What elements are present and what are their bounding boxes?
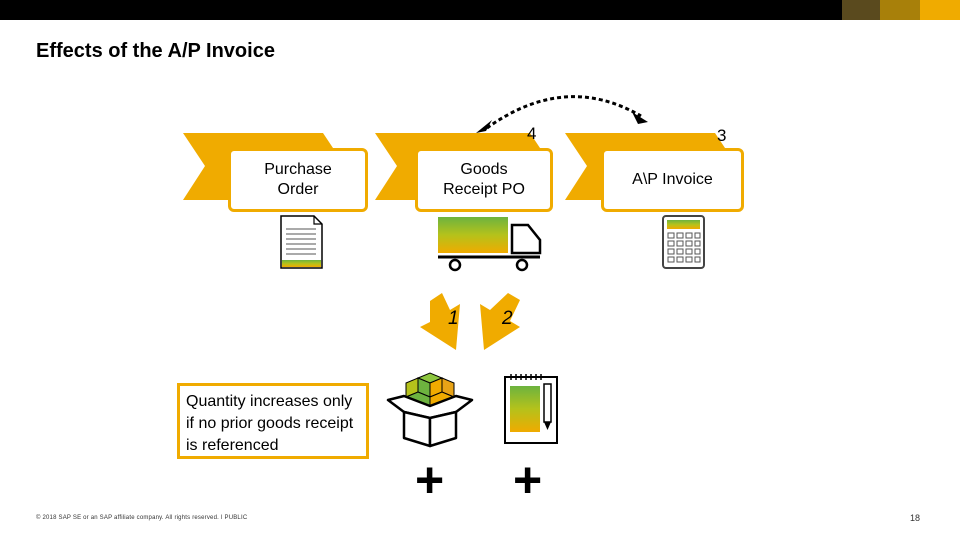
step-number-1: 1 bbox=[448, 308, 459, 329]
page-number: 18 bbox=[909, 513, 920, 523]
top-bar-accent-2 bbox=[880, 0, 920, 20]
plus-sign-left: + bbox=[415, 452, 445, 508]
down-arrow-2-icon bbox=[480, 293, 520, 350]
step-number-2: 2 bbox=[502, 308, 513, 329]
ap-invoice-box: A\P Invoice bbox=[601, 148, 744, 212]
down-arrow-1-icon bbox=[420, 293, 460, 350]
top-bar-accent-1 bbox=[842, 0, 880, 20]
footer-copyright: © 2018 SAP SE or an SAP affiliate compan… bbox=[36, 515, 248, 521]
goods-receipt-box: Goods Receipt PO bbox=[415, 148, 553, 212]
quantity-note: Quantity increases only if no prior good… bbox=[177, 383, 369, 459]
document-icon bbox=[280, 215, 323, 269]
purchase-order-box: Purchase Order bbox=[228, 148, 368, 212]
dotted-double-arrow-icon bbox=[476, 95, 648, 133]
open-box-cube-icon bbox=[386, 372, 474, 448]
top-bar bbox=[0, 0, 960, 20]
top-bar-accent-3 bbox=[920, 0, 960, 20]
truck-icon bbox=[438, 217, 542, 272]
step-number-3: 3 bbox=[717, 126, 727, 145]
notepad-pencil-icon bbox=[504, 374, 558, 444]
plus-sign-right: + bbox=[513, 452, 543, 508]
step-number-4: 4 bbox=[527, 124, 537, 143]
slide-title: Effects of the A/P Invoice bbox=[36, 40, 275, 62]
calculator-icon bbox=[662, 215, 705, 269]
